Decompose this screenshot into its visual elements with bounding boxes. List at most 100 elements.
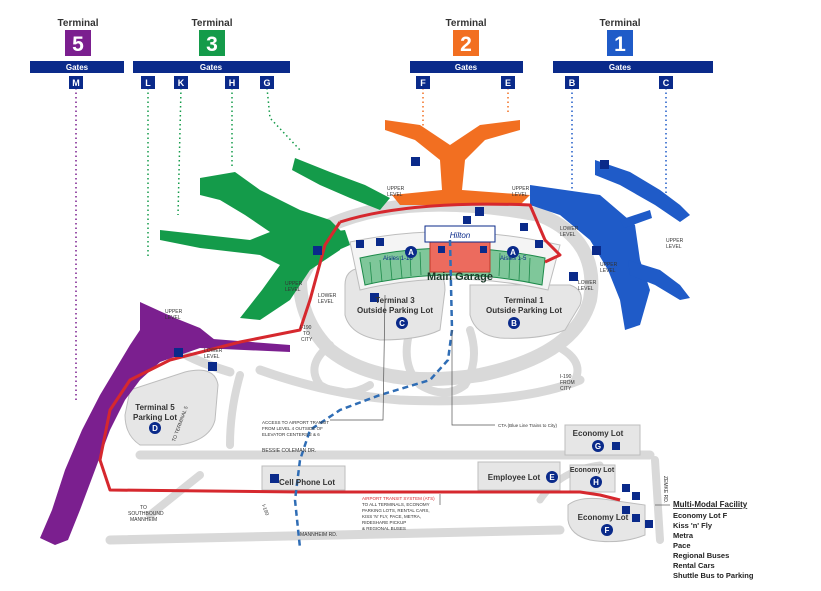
- ats-note-5: RIDESHARE PICKUP: [362, 520, 406, 525]
- gate-b-letter: B: [569, 78, 576, 88]
- leader-cta: [451, 330, 495, 426]
- i190-from-city-2: FROM: [560, 380, 575, 386]
- t5-lot-line1: Terminal 5: [135, 403, 175, 412]
- mm-icon-3: [622, 506, 630, 514]
- t1-upper-b2: LEVEL: [666, 244, 682, 250]
- econ-h-badge: [590, 476, 602, 488]
- aisles-right-label: Aisles 1-5: [500, 256, 527, 262]
- t2-number: 2: [460, 33, 472, 56]
- garage-icon-3: [438, 246, 445, 253]
- bessie-label: BESSIE COLEMAN DR.: [262, 448, 316, 454]
- terminal-2-building: [385, 120, 530, 205]
- mm-icon-5: [645, 520, 653, 528]
- roads-layer: [105, 197, 664, 545]
- gate-m-letter: M: [72, 78, 80, 88]
- garage-icon-1: [356, 240, 364, 248]
- loop-road-b: [310, 341, 374, 397]
- main-garage-label: Main Garage: [427, 271, 493, 283]
- t1-lot-line1: Terminal 1: [504, 296, 544, 305]
- t5-train-icon: [174, 348, 183, 357]
- terminal-5-building: [40, 302, 290, 545]
- econ-g-label: Economy Lot: [573, 429, 624, 438]
- t3-number-box: [199, 30, 225, 56]
- terminal-5-roadway: [200, 338, 290, 352]
- gate-letters: M L K H G F E B C: [69, 76, 673, 89]
- transit-note-2: FROM LEVEL 4 OUTSIDE OF: [262, 426, 323, 431]
- facility-icons: [174, 157, 653, 528]
- t3-number: 3: [206, 33, 218, 56]
- multimodal-item-4: Regional Buses: [673, 551, 729, 560]
- gate-b-box: [565, 76, 579, 89]
- gate-c-letter: C: [663, 78, 670, 88]
- t1-lot-badge-text: B: [511, 319, 517, 328]
- t1-upper-a1: UPPER: [600, 262, 618, 268]
- t5-number-box: [65, 30, 91, 56]
- i190-from-city-3: CITY: [560, 386, 572, 392]
- t5-car-icon: [208, 362, 217, 371]
- t5-lot-badge-text: D: [152, 424, 158, 433]
- ats-note-4: KISS 'N' FLY, PACE, METRA,: [362, 514, 421, 519]
- terminal-3-concourse-h-k: [160, 172, 345, 320]
- mm-icon-4: [632, 514, 640, 522]
- t1-lot-line2: Outside Parking Lot: [486, 306, 562, 315]
- ats-note-2: TO ALL TERMINALS, ECONOMY: [362, 502, 430, 507]
- gate-k-box: [174, 76, 188, 89]
- t3-lot-badge: [396, 317, 408, 329]
- econ-h-badge-text: H: [593, 478, 599, 487]
- multimodal-item-3: Pace: [673, 541, 691, 550]
- t5-gates-label: Gates: [66, 63, 89, 72]
- t3-lower-2: LEVEL: [318, 299, 334, 305]
- t5-gates-bar: [30, 61, 124, 73]
- cta-note: CTA (Blue Line Trains to City): [498, 423, 557, 428]
- t2r-upper-1: UPPER: [512, 186, 530, 192]
- note-leaders: [330, 294, 670, 506]
- leader-k: [177, 87, 182, 216]
- econ-g-icon: [612, 442, 620, 450]
- loop-road-a: [402, 326, 478, 397]
- i190-lower: I-190: [260, 504, 270, 517]
- road-t5-south: [226, 371, 244, 449]
- t3-gates-label: Gates: [200, 63, 223, 72]
- t1-upper-b1: UPPER: [666, 238, 684, 244]
- t5-heading: Terminal: [58, 18, 99, 29]
- multimodal-item-0: Economy Lot F: [673, 511, 728, 520]
- econ-h-label: Economy Lot: [570, 467, 615, 474]
- t5-parking-lot: [124, 369, 219, 446]
- gate-g-letter: G: [263, 78, 270, 88]
- t3-lot-line1: Terminal 3: [375, 296, 415, 305]
- ats-note-1: AIRPORT TRANSIT SYSTEM (ATS): [362, 496, 435, 501]
- level-labels: UPPER LEVEL UPPER LEVEL UPPER LEVEL LOWE…: [165, 186, 684, 360]
- outer-ring-road: [255, 365, 585, 406]
- transit-note-1: ACCESS TO AIRPORT TRANSIT: [262, 420, 329, 425]
- hilton-building: [424, 225, 496, 243]
- gate-e-letter: E: [505, 78, 511, 88]
- gate-k-letter: K: [178, 78, 185, 88]
- econ-g-badge-text: G: [595, 442, 601, 451]
- t1-outside-lot: [469, 284, 582, 339]
- gate-f-box: [416, 76, 430, 89]
- t1-lower-a1: LOWER: [560, 226, 579, 232]
- to-mannheim-2: SOUTHBOUND: [128, 511, 164, 517]
- notes: ACCESS TO AIRPORT TRANSIT FROM LEVEL 4 O…: [262, 420, 557, 531]
- t2-heading: Terminal: [446, 18, 487, 29]
- t5-upper-1: UPPER: [165, 309, 183, 315]
- t1-number: 1: [614, 33, 626, 56]
- garage-badge-right: [507, 246, 519, 258]
- t1-upper-a2: LEVEL: [600, 268, 616, 274]
- zemke-label: ZEMKE RD.: [662, 476, 668, 503]
- t1-lower-a2: LEVEL: [560, 232, 576, 238]
- multimodal-item-6: Shuttle Bus to Parking: [673, 571, 754, 580]
- gate-f-letter: F: [420, 78, 426, 88]
- garage-icon-2: [376, 238, 384, 246]
- terminal-1-tunnel: [620, 210, 652, 228]
- economy-lot-g: [564, 424, 641, 456]
- gate-l-box: [141, 76, 155, 89]
- garage-badge-left: [405, 246, 417, 258]
- gate-h-letter: H: [229, 78, 236, 88]
- terminal-3-concourse-g: [292, 158, 390, 210]
- to-mannheim-3: MANNHEIM: [130, 517, 157, 523]
- terminal-3-header: Terminal 3 Gates: [133, 18, 290, 73]
- terminal-2-header: Terminal 2 Gates: [410, 18, 523, 73]
- t5-lower-1: LOWER: [204, 348, 223, 354]
- aisles-left-label: Aisles 1-16: [383, 256, 413, 262]
